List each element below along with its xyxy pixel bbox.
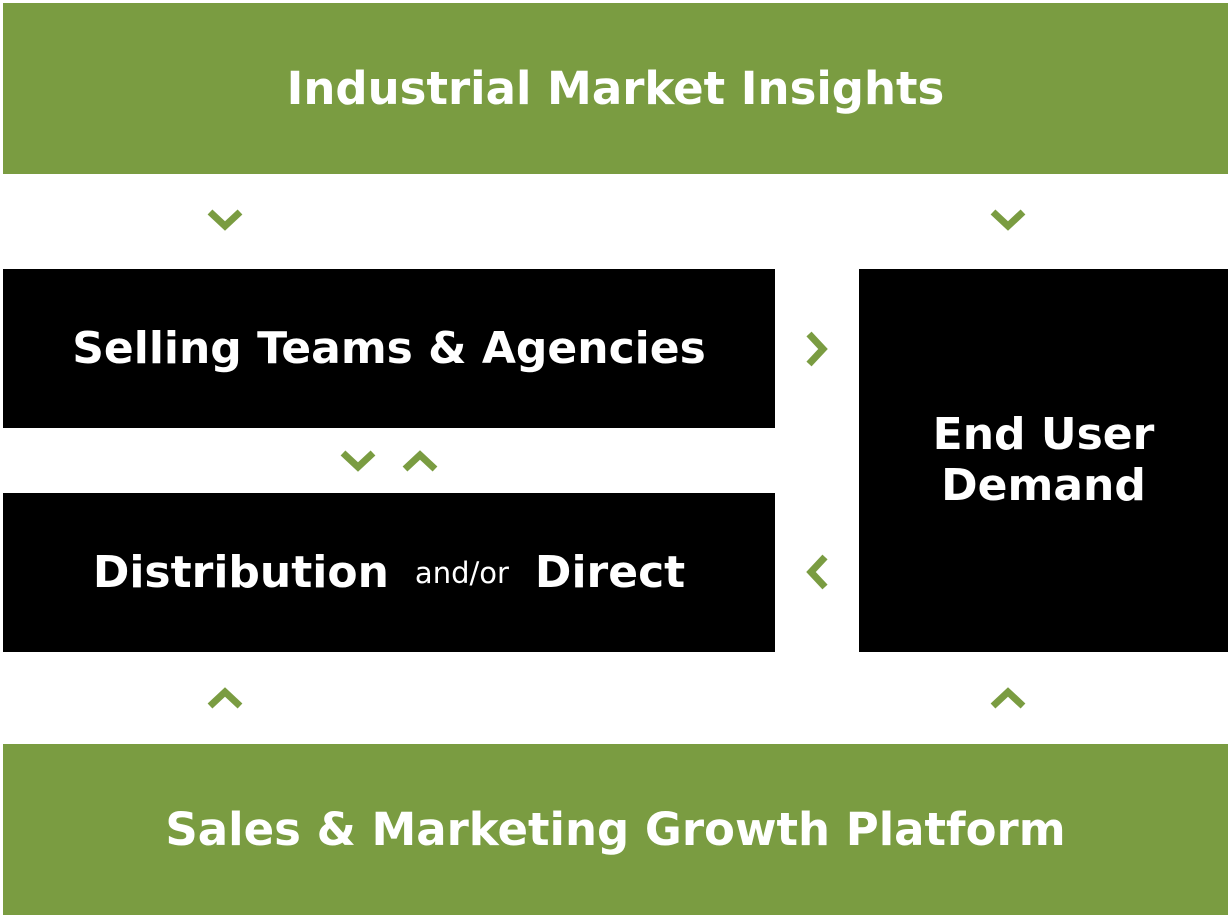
banner-label: Sales & Marketing Growth Platform	[165, 803, 1066, 856]
chevron-up-icon	[988, 678, 1028, 718]
end-user-line1: End User	[932, 408, 1155, 460]
connector-label: and/or	[414, 555, 509, 590]
selling-teams-box: Selling Teams & Agencies	[3, 269, 775, 428]
sales-marketing-growth-banner: Sales & Marketing Growth Platform	[3, 744, 1228, 915]
chevron-right-icon	[797, 329, 837, 369]
banner-label: Industrial Market Insights	[286, 62, 945, 115]
chevron-down-icon	[338, 441, 378, 481]
chevron-up-icon	[400, 441, 440, 481]
industrial-market-insights-banner: Industrial Market Insights	[3, 3, 1228, 174]
end-user-demand-box: End User Demand	[859, 269, 1228, 652]
selling-label: Selling Teams & Agencies	[72, 323, 706, 374]
chevron-down-icon	[988, 200, 1028, 240]
distribution-direct-box: Distribution and/or Direct	[3, 493, 775, 652]
end-user-line2: Demand	[941, 459, 1146, 511]
distribution-label: Distribution	[92, 547, 389, 598]
chevron-up-icon	[205, 678, 245, 718]
direct-label: Direct	[534, 547, 686, 598]
chevron-down-icon	[205, 200, 245, 240]
chevron-left-icon	[797, 552, 837, 592]
